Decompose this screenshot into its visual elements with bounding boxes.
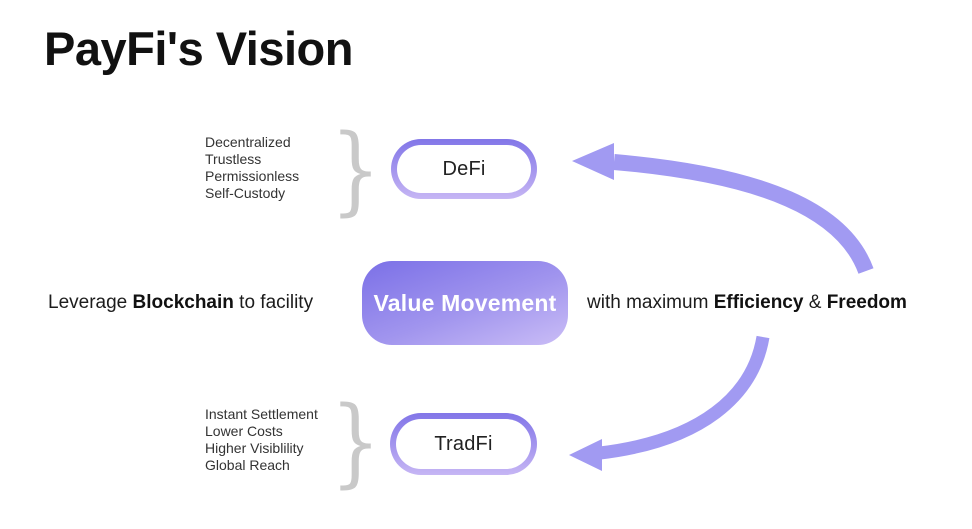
tradfi-pill-label: TradFi: [434, 432, 493, 455]
value-movement-box: Value Movement: [362, 261, 568, 345]
statement-left-post: to facility: [233, 292, 314, 313]
tradfi-trait: Higher Visiblility: [205, 440, 304, 456]
defi-pill-inner: DeFi: [397, 145, 531, 193]
curved-arrow-to-defi: [572, 143, 874, 274]
defi-pill: DeFi: [391, 139, 537, 199]
defi-trait: Self-Custody: [205, 185, 286, 201]
defi-trait: Decentralized: [205, 134, 291, 150]
defi-brace: }: [331, 122, 381, 218]
curved-arrow-to-tradfi: [569, 335, 770, 471]
tradfi-trait-list: Instant Settlement Lower Costs Higher Vi…: [205, 406, 318, 474]
defi-trait: Trustless: [205, 151, 262, 167]
defi-trait: Permissionless: [205, 168, 300, 184]
statement-right-amp: &: [803, 292, 827, 313]
defi-pill-label: DeFi: [442, 157, 486, 180]
defi-trait-list: Decentralized Trustless Permissionless S…: [205, 134, 299, 202]
curly-brace-icon: }: [330, 386, 382, 498]
value-movement-label: Value Movement: [373, 289, 557, 316]
statement-right: with maximum Efficiency & Freedom: [587, 292, 907, 314]
tradfi-trait: Instant Settlement: [205, 406, 318, 422]
statement-left-pre: Leverage: [48, 292, 133, 313]
tradfi-pill-inner: TradFi: [396, 419, 531, 469]
page-title: PayFi's Vision: [44, 22, 353, 75]
tradfi-brace: }: [331, 394, 381, 490]
statement-right-pre: with maximum: [587, 292, 714, 313]
tradfi-trait: Lower Costs: [205, 423, 283, 439]
statement-right-bold2: Freedom: [826, 292, 907, 313]
tradfi-trait: Global Reach: [205, 457, 290, 473]
arrowhead-left-icon: [572, 143, 614, 180]
arrowhead-left-icon: [569, 439, 602, 471]
statement-right-bold1: Efficiency: [713, 292, 804, 313]
statement-left-bold: Blockchain: [132, 292, 234, 313]
curly-brace-icon: }: [330, 114, 382, 226]
tradfi-pill: TradFi: [390, 413, 537, 475]
statement-left: Leverage Blockchain to facility: [48, 292, 313, 314]
